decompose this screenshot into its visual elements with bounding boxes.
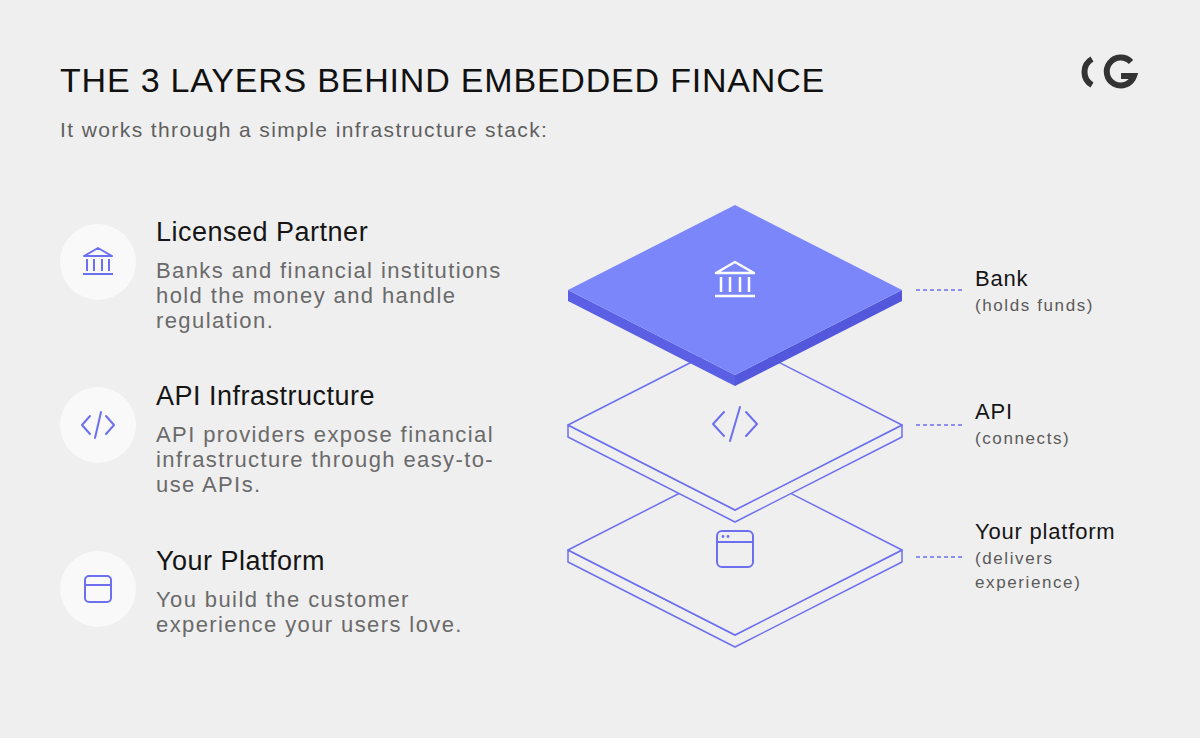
layer-name: Your platform — [975, 519, 1145, 545]
layer-label: Bank(holds funds) — [975, 266, 1145, 318]
layer-description: API providers expose financial infrastru… — [156, 422, 521, 497]
window-icon — [85, 576, 111, 602]
layer-plate — [560, 200, 910, 390]
layer-role: (delivers experience) — [975, 547, 1125, 595]
diagram-title: THE 3 LAYERS BEHIND EMBEDDED FINANCE — [60, 60, 825, 100]
layer-label: Your platform(delivers experience) — [975, 519, 1145, 595]
code-icon — [82, 412, 114, 438]
layer-heading: Licensed Partner — [156, 216, 368, 248]
layer-description: You build the customer experience your u… — [156, 587, 521, 637]
leader-line — [916, 290, 962, 557]
layer-description: Banks and financial institutions hold th… — [156, 258, 521, 333]
layer-heading: API Infrastructure — [156, 380, 375, 412]
brand-logo — [1084, 58, 1134, 86]
subtitle: It works through a simple infrastructure… — [60, 116, 548, 144]
layer-role: (connects) — [975, 427, 1125, 451]
layer-role: (holds funds) — [975, 294, 1125, 318]
layer-name: Bank — [975, 266, 1145, 292]
bank-icon — [83, 248, 113, 274]
layer-label: API(connects) — [975, 399, 1145, 451]
icon-circle — [60, 224, 136, 627]
layer-name: API — [975, 399, 1145, 425]
stack-layer: Bank(holds funds) — [560, 200, 910, 390]
layer-heading: Your Platform — [156, 545, 325, 577]
